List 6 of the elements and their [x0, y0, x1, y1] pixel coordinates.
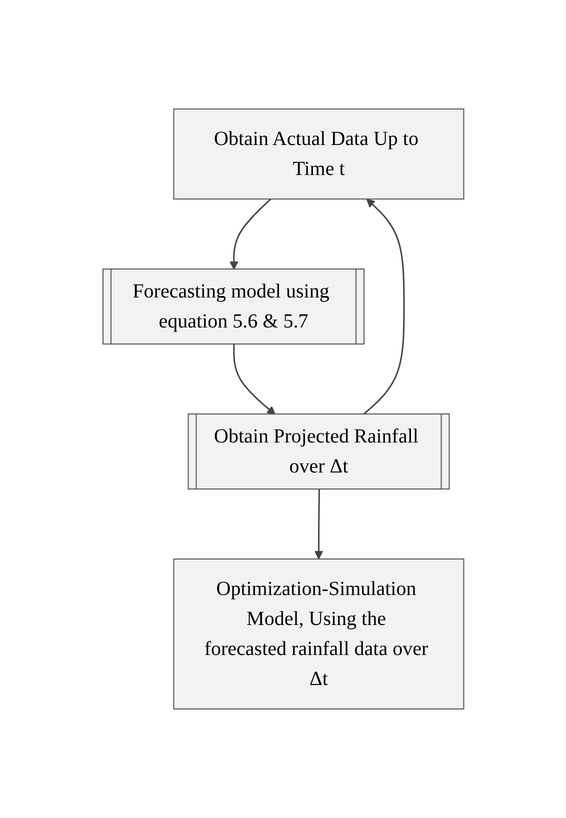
- arrow: [314, 489, 323, 560]
- arrow: [232, 344, 276, 415]
- arrow: [229, 198, 271, 270]
- arrow: [362, 198, 404, 416]
- node-box: Optimization-Simulation Model, Using the forecasted rainfall data over Δt: [172, 558, 464, 710]
- node-box: Obtain Actual Data Up to Time t: [172, 108, 464, 200]
